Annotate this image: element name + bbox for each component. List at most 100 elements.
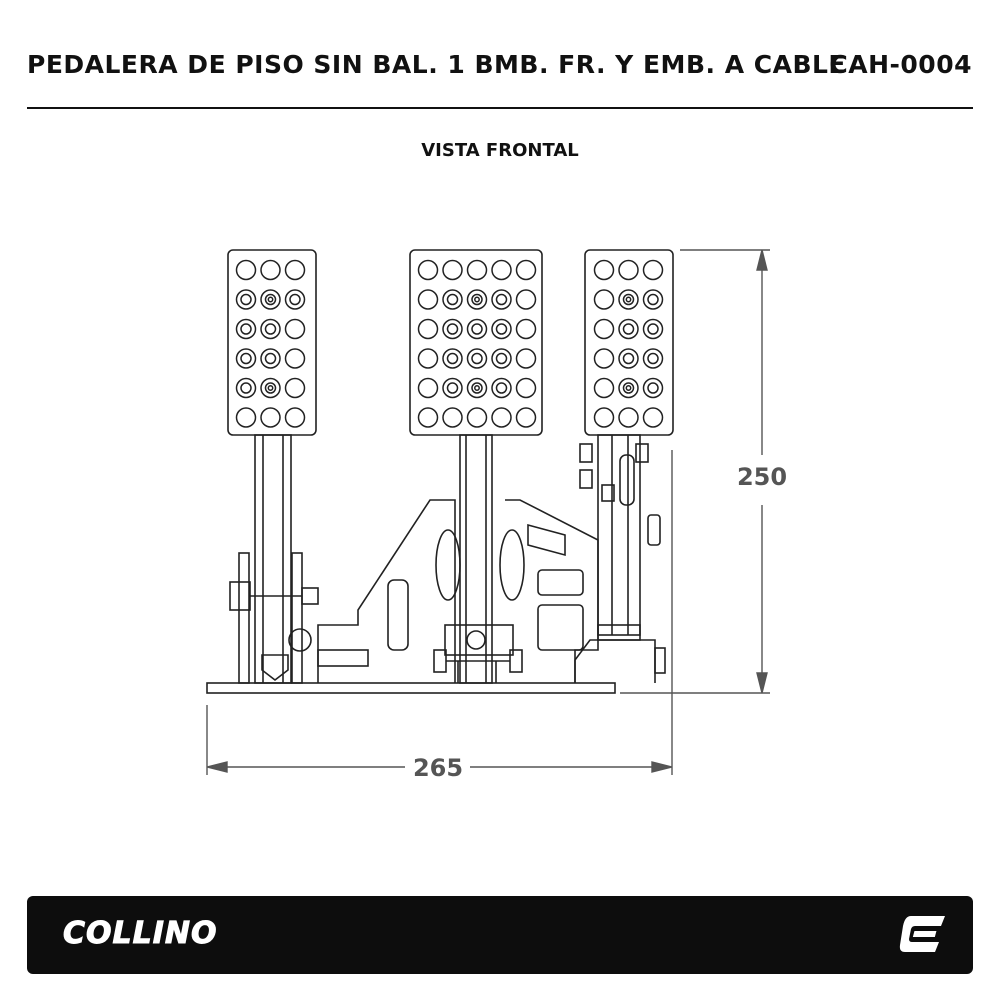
pad-hole-inner (446, 352, 459, 365)
pad-hole (593, 407, 615, 428)
pad-hole (593, 377, 615, 399)
pad-holes (235, 259, 664, 428)
pad-hole (260, 259, 281, 281)
pad-hole (618, 377, 639, 399)
pad-hole (491, 318, 512, 340)
dim-height-value: 250 (737, 463, 787, 491)
left-nut (229, 581, 251, 611)
pad-hole (491, 407, 512, 428)
brand-logo: COLLINO (63, 916, 218, 952)
right-base-block (597, 624, 641, 641)
right-stop (647, 514, 661, 546)
dim-width-arrow-left (206, 761, 228, 773)
pad-hole (491, 377, 512, 399)
pad-hole-inner (647, 382, 659, 394)
pad-hole (235, 289, 257, 310)
pad-hole (235, 407, 257, 428)
pad-hole (442, 348, 463, 369)
pivot-disc-right (499, 529, 525, 601)
pad-hole-center (625, 385, 632, 391)
pad-hole-inner (240, 382, 252, 394)
collino-c-logo-icon (899, 916, 945, 952)
pad-hole (491, 289, 512, 310)
center-nut-right (509, 649, 523, 673)
left-side-plate-1 (238, 552, 250, 684)
pedal-assembly-drawing: 250 265 (206, 249, 787, 782)
pad-hole-center (474, 296, 480, 303)
pad-hole (235, 318, 257, 340)
pad-hole (442, 259, 463, 281)
pad-hole (466, 318, 488, 340)
base-plate (206, 682, 616, 694)
pad-hole (284, 318, 306, 340)
center-clevis-bolt (466, 630, 486, 650)
pad-hole (466, 377, 488, 399)
pad-hole (642, 377, 664, 399)
pad-hole (284, 407, 306, 428)
pad-hole-inner (264, 352, 277, 365)
pad-hole (515, 407, 537, 428)
pad-hole-inner (289, 293, 301, 306)
pad-hole (260, 348, 281, 369)
pad-hole-inner (471, 323, 483, 335)
pad-hole (260, 407, 281, 428)
center-clevis-block (444, 624, 514, 656)
bracket-window-3 (527, 523, 566, 557)
pad-hole (593, 289, 615, 310)
pad-hole (466, 348, 488, 369)
pad-hole (417, 289, 439, 310)
cable-clamp (619, 454, 635, 506)
pad-hole-inner (622, 382, 635, 394)
pad-hole-inner (471, 352, 483, 365)
page-title: PEDALERA DE PISO SIN BAL. 1 BMB. FR. Y E… (27, 50, 847, 79)
pad-hole (235, 377, 257, 399)
left-clevis (261, 654, 289, 682)
pad-hole (260, 318, 281, 340)
pad-hole (442, 318, 463, 340)
pad-hole-center (625, 296, 632, 303)
left-bolt-end (301, 587, 319, 605)
pad-hole (284, 259, 306, 281)
dim-width-value: 265 (413, 754, 463, 782)
bracket-tab (317, 649, 369, 667)
pad-hole (642, 348, 664, 369)
pad-hole (417, 259, 439, 281)
footer-bar: COLLINO (27, 896, 973, 974)
right-nut-4 (601, 484, 615, 502)
pad-hole (284, 348, 306, 369)
pad-hole (466, 259, 488, 281)
pad-hole (442, 289, 463, 310)
pivot-disc-left (435, 529, 461, 601)
right-nut-3 (635, 443, 649, 463)
left-side-plate-2 (291, 552, 303, 684)
pad-hole (642, 259, 664, 281)
center-bracket-right (505, 499, 599, 683)
pad-hole-inner (495, 323, 508, 335)
pad-hole-inner (446, 293, 459, 306)
pad-hole (260, 377, 281, 399)
center-bracket-left (317, 499, 456, 683)
pad-hole-inner (622, 352, 635, 365)
pad-hole-inner (240, 352, 252, 365)
pad-hole (515, 289, 537, 310)
dim-height-arrow-top (756, 249, 768, 271)
pad-hole (466, 289, 488, 310)
pad-hole (466, 407, 488, 428)
pad-hole-inner (240, 323, 252, 335)
view-label: VISTA FRONTAL (421, 140, 579, 161)
bracket-window-1 (537, 569, 584, 596)
pedal-arm-left (254, 434, 292, 684)
pad-hole-inner (622, 323, 635, 335)
pad-hole (491, 348, 512, 369)
pad-hole (642, 318, 664, 340)
pad-hole-inner (471, 382, 483, 394)
dim-height-arrow-bottom (756, 672, 768, 694)
pad-hole (417, 377, 439, 399)
pad-hole-center (267, 385, 274, 391)
pad-hole (593, 318, 615, 340)
left-clevis-bolt (288, 628, 312, 652)
pad-hole (284, 377, 306, 399)
pad-hole-center (474, 385, 480, 391)
bracket-window-2 (537, 604, 584, 651)
pad-hole (618, 259, 639, 281)
